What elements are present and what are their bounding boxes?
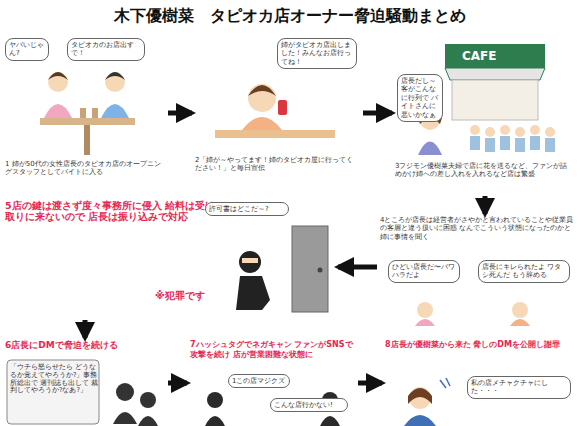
gloom-lines: [440, 378, 450, 388]
cafe-sign: [445, 44, 545, 68]
queue-head: [470, 125, 480, 135]
queue-head: [485, 127, 495, 137]
flow-arrow: [483, 196, 488, 214]
hair: [48, 72, 68, 80]
panel6-art: [7, 360, 158, 426]
person-head: [512, 302, 528, 318]
speech-bubble: 店長にキレられたよ ワタシ死んだ もう辞める: [478, 260, 570, 283]
burglar-body: [236, 276, 270, 310]
panel8-art: [404, 378, 450, 426]
hair: [105, 72, 125, 80]
panel-caption: 7ハッシュタグでネガキャン ファンがSNSで攻撃を続け 店が営業困難な状態に: [190, 340, 355, 359]
queue-body: [515, 138, 525, 152]
sign-text: CAFE: [462, 50, 497, 62]
door: [292, 226, 328, 312]
person-head: [248, 84, 276, 112]
person-head: [417, 302, 433, 318]
story-panel: 4ところが店長は経営者がさやかと言われていることや従業員の客層と違う扱いに困惑 …: [380, 216, 575, 326]
door-knob: [318, 268, 323, 273]
owner-head: [409, 387, 431, 409]
figure-head: [140, 392, 156, 408]
figure-head: [207, 392, 223, 408]
story-panel: ヤバいじゃん? タピオカのお店出すで！ 1 姉が50代の女性店長のタピオカ店のオープ…: [5, 38, 165, 188]
flow-arrow: [358, 381, 382, 386]
speech-bubble: こんな店行かない!: [270, 398, 348, 412]
queue-bodies: [470, 136, 555, 152]
speech-bubble: 1この店マジクズ: [228, 374, 290, 388]
queue-head: [545, 127, 555, 137]
queue-body: [500, 136, 510, 150]
owner-body: [404, 415, 436, 426]
hair: [408, 388, 432, 404]
panel-caption: 5店の鍵は渡さず度々事務所に侵入 給料は受け取りに来ないので 店長は振り込みで対…: [5, 200, 220, 223]
dm-screen: [7, 360, 99, 424]
person-body: [44, 104, 72, 118]
panel-caption: 3フジモン優樹菜夫婦で店に花を送るなど、ファンが詰めかけ姉への差し入れを入れるな…: [395, 162, 573, 179]
queue: [470, 125, 555, 137]
figure-body: [320, 416, 340, 426]
queue-head: [515, 127, 525, 137]
figure-body: [113, 412, 137, 424]
queue-body: [530, 136, 540, 150]
queue-head: [500, 125, 510, 135]
person-body: [415, 319, 435, 326]
speech-bubble: タピオカのお店出すで！: [67, 38, 145, 61]
cup: [80, 108, 86, 118]
story-panel: 8店長が優樹菜から来た 脅しのDMを公開し謝罪私の店メチャクチャにした・・・: [385, 340, 575, 426]
burglar-eyes: [242, 258, 258, 263]
story-panel: 7ハッシュタグでネガキャン ファンがSNSで攻撃を続け 店が営業困難な状態に 1こ…: [190, 340, 355, 426]
panel-caption: 2「姉が～やってます！姉のタピオカ屋に行ってください！」と毎日宣伝: [195, 156, 358, 173]
person-head: [105, 72, 125, 92]
speech-bubble: 姉がタピオカ店出しました！みんなお店行ってね！: [277, 38, 357, 69]
flow-arrow: [363, 111, 392, 116]
queue-body: [470, 136, 480, 150]
panel2-art: [215, 84, 335, 138]
queue-body: [485, 138, 495, 152]
story-panel: 6店長にDMで脅迫を続ける「ウチら怒らせたら どうなるか覚えてやろうか?」事務所…: [5, 340, 165, 426]
awning: [445, 68, 545, 80]
flow-arrow: [168, 381, 187, 386]
figure-head: [116, 383, 134, 401]
smartphone: [278, 100, 287, 115]
speech-bubble: ヤバいじゃん?: [5, 38, 49, 61]
panel-caption: 6店長にDMで脅迫を続ける: [5, 340, 165, 351]
person-head: [48, 72, 68, 92]
story-panel: 5店の鍵は渡さず度々事務所に侵入 給料は受け取りに来ないので 店長は振り込みで対…: [5, 200, 335, 318]
diagram-title: 木下優樹菜 タピオカ店オーナー脅迫騒動まとめ: [0, 6, 580, 27]
table-leg: [84, 125, 90, 155]
figure-body: [138, 416, 158, 426]
hair: [248, 85, 276, 96]
person-body: [101, 104, 129, 118]
person-body: [510, 319, 530, 326]
panel-caption: ※犯罪です: [155, 290, 240, 302]
panel-caption: 8店長が優樹菜から来た 脅しのDMを公開し謝罪: [385, 340, 575, 350]
panel5-art: [236, 226, 328, 312]
flow-arrow: [338, 265, 377, 270]
burglar-head: [239, 251, 261, 273]
story-panel: 姉がタピオカ店出しました！みんなお店行ってね！ 2「姉が～やってます！姉のタピオカ…: [195, 38, 360, 188]
flow-arrow: [83, 320, 88, 338]
speech-bubble: ひどい店長だ〜パワハラだよ: [388, 260, 460, 283]
table: [215, 130, 335, 138]
panel4-art: [415, 302, 530, 326]
cup: [92, 108, 98, 118]
figure-body: [205, 416, 225, 426]
panel-caption: 1 姉が50代の女性店長のタピオカ店のオープニングスタッフとしてバイトに入る: [5, 160, 163, 177]
owner-body: [418, 142, 442, 156]
panel-caption: 「ウチら怒らせたら どうなるか覚えてやろうか?」事務所総出で 週刊誌も出して 裁…: [10, 364, 100, 395]
speech-bubble: 店長だし～ 客がこんなに行列で バイトさんに悪いかなぁ: [397, 74, 443, 122]
speech-bubble: 私の店メチャクチャにした・・・: [467, 376, 571, 399]
panel1-art: [40, 72, 135, 155]
table: [40, 118, 135, 125]
shop-front: [452, 80, 538, 120]
flow-arrow: [168, 111, 192, 116]
speech-bubble: 許可書はどこだ～?: [205, 202, 289, 216]
panel-caption: 4ところが店長は経営者がさやかと言われていることや従業員の客層と違う扱いに困惑 …: [380, 216, 575, 241]
person-body: [242, 117, 282, 130]
queue-head: [530, 125, 540, 135]
queue-body: [545, 138, 555, 152]
